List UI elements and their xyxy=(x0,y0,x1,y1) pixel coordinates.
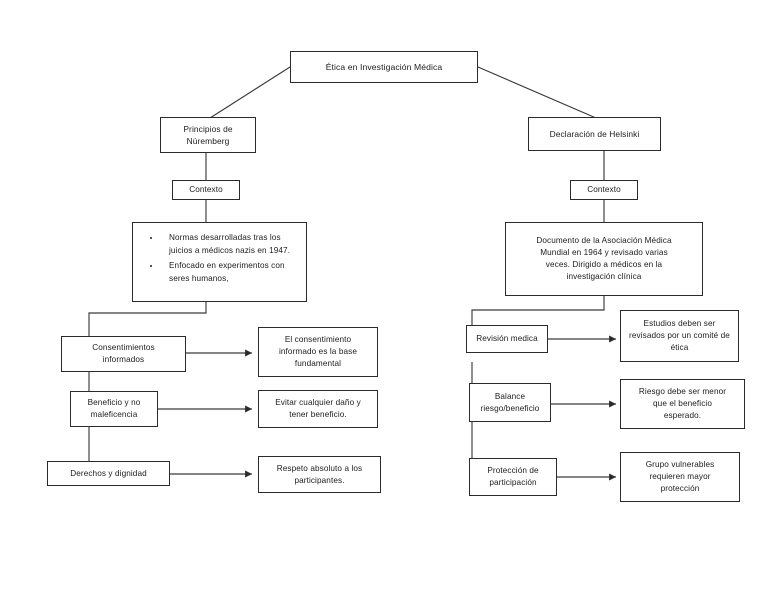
node-root-title-label: Ética en Investigación Médica xyxy=(325,61,443,72)
node-principle-proteccion-label: Protección de participación xyxy=(487,466,539,487)
node-result-proteccion[interactable]: Grupo vulnerables requieren mayor protec… xyxy=(620,452,740,502)
node-result-proteccion-label: Grupo vulnerables requieren mayor protec… xyxy=(645,460,715,493)
node-principle-balance-label: Balance riesgo/beneficio xyxy=(480,391,540,413)
node-principle-consentimientos[interactable]: Consentimientos informados xyxy=(61,336,186,372)
node-principle-consentimientos-label: Consentimientos informados xyxy=(92,343,155,364)
node-branch-nuremberg-label: Principios de Núremberg xyxy=(183,123,233,146)
edge-root-to-nuremberg xyxy=(209,66,291,119)
list-item: Enfocado en experimentos con seres human… xyxy=(161,259,298,286)
node-contexto-nuremberg[interactable]: Contexto xyxy=(172,180,240,200)
node-context-desc-helsinki-label: Documento de la Asociación Médica Mundia… xyxy=(536,236,672,281)
node-branch-helsinki-label: Declaración de Helsinki xyxy=(549,128,640,139)
node-result-balance[interactable]: Riesgo debe ser menor que el beneficio e… xyxy=(620,379,745,429)
node-result-revision[interactable]: Estudios deben ser revisados por un comi… xyxy=(620,310,739,362)
node-result-derechos[interactable]: Respeto absoluto a los participantes. xyxy=(258,456,381,493)
list-item: Normas desarrolladas tras los juicios a … xyxy=(161,231,298,258)
node-root-title[interactable]: Ética en Investigación Médica xyxy=(290,51,478,83)
node-result-beneficio[interactable]: Evitar cualquier daño y tener beneficio. xyxy=(258,390,378,428)
node-contexto-helsinki-label: Contexto xyxy=(587,185,621,195)
edge-desc-to-spine xyxy=(471,296,605,325)
node-branch-helsinki[interactable]: Declaración de Helsinki xyxy=(528,117,661,151)
node-principle-derechos[interactable]: Derechos y dignidad xyxy=(47,461,170,486)
node-principle-derechos-label: Derechos y dignidad xyxy=(70,468,147,478)
node-principle-beneficio[interactable]: Beneficio y no maleficencia xyxy=(70,391,158,427)
node-result-consentimientos-label: El consentimiento informado es la base f… xyxy=(278,335,357,368)
node-contexto-helsinki[interactable]: Contexto xyxy=(570,180,638,200)
node-result-consentimientos[interactable]: El consentimiento informado es la base f… xyxy=(258,327,378,377)
node-result-balance-label: Riesgo debe ser menor que el beneficio e… xyxy=(638,387,727,420)
node-principle-beneficio-label: Beneficio y no maleficencia xyxy=(87,398,141,419)
edge-bullets-to-spine xyxy=(88,302,207,340)
node-context-desc-helsinki[interactable]: Documento de la Asociación Médica Mundia… xyxy=(505,222,703,296)
node-branch-nuremberg[interactable]: Principios de Núremberg xyxy=(160,117,256,153)
edge-root-to-helsinki xyxy=(477,66,597,119)
context-bullet-list: Normas desarrolladas tras los juicios a … xyxy=(137,231,298,286)
node-result-beneficio-label: Evitar cualquier daño y tener beneficio. xyxy=(275,398,361,419)
node-context-bullets-nuremberg[interactable]: Normas desarrolladas tras los juicios a … xyxy=(132,222,307,302)
node-contexto-nuremberg-label: Contexto xyxy=(189,185,223,195)
node-result-derechos-label: Respeto absoluto a los participantes. xyxy=(276,463,363,485)
node-principle-revision[interactable]: Revisión medica xyxy=(466,325,548,353)
node-principle-proteccion[interactable]: Protección de participación xyxy=(469,458,557,496)
node-result-revision-label: Estudios deben ser revisados por un comi… xyxy=(629,319,730,352)
node-principle-revision-label: Revisión medica xyxy=(476,334,538,344)
node-principle-balance[interactable]: Balance riesgo/beneficio xyxy=(469,383,551,422)
